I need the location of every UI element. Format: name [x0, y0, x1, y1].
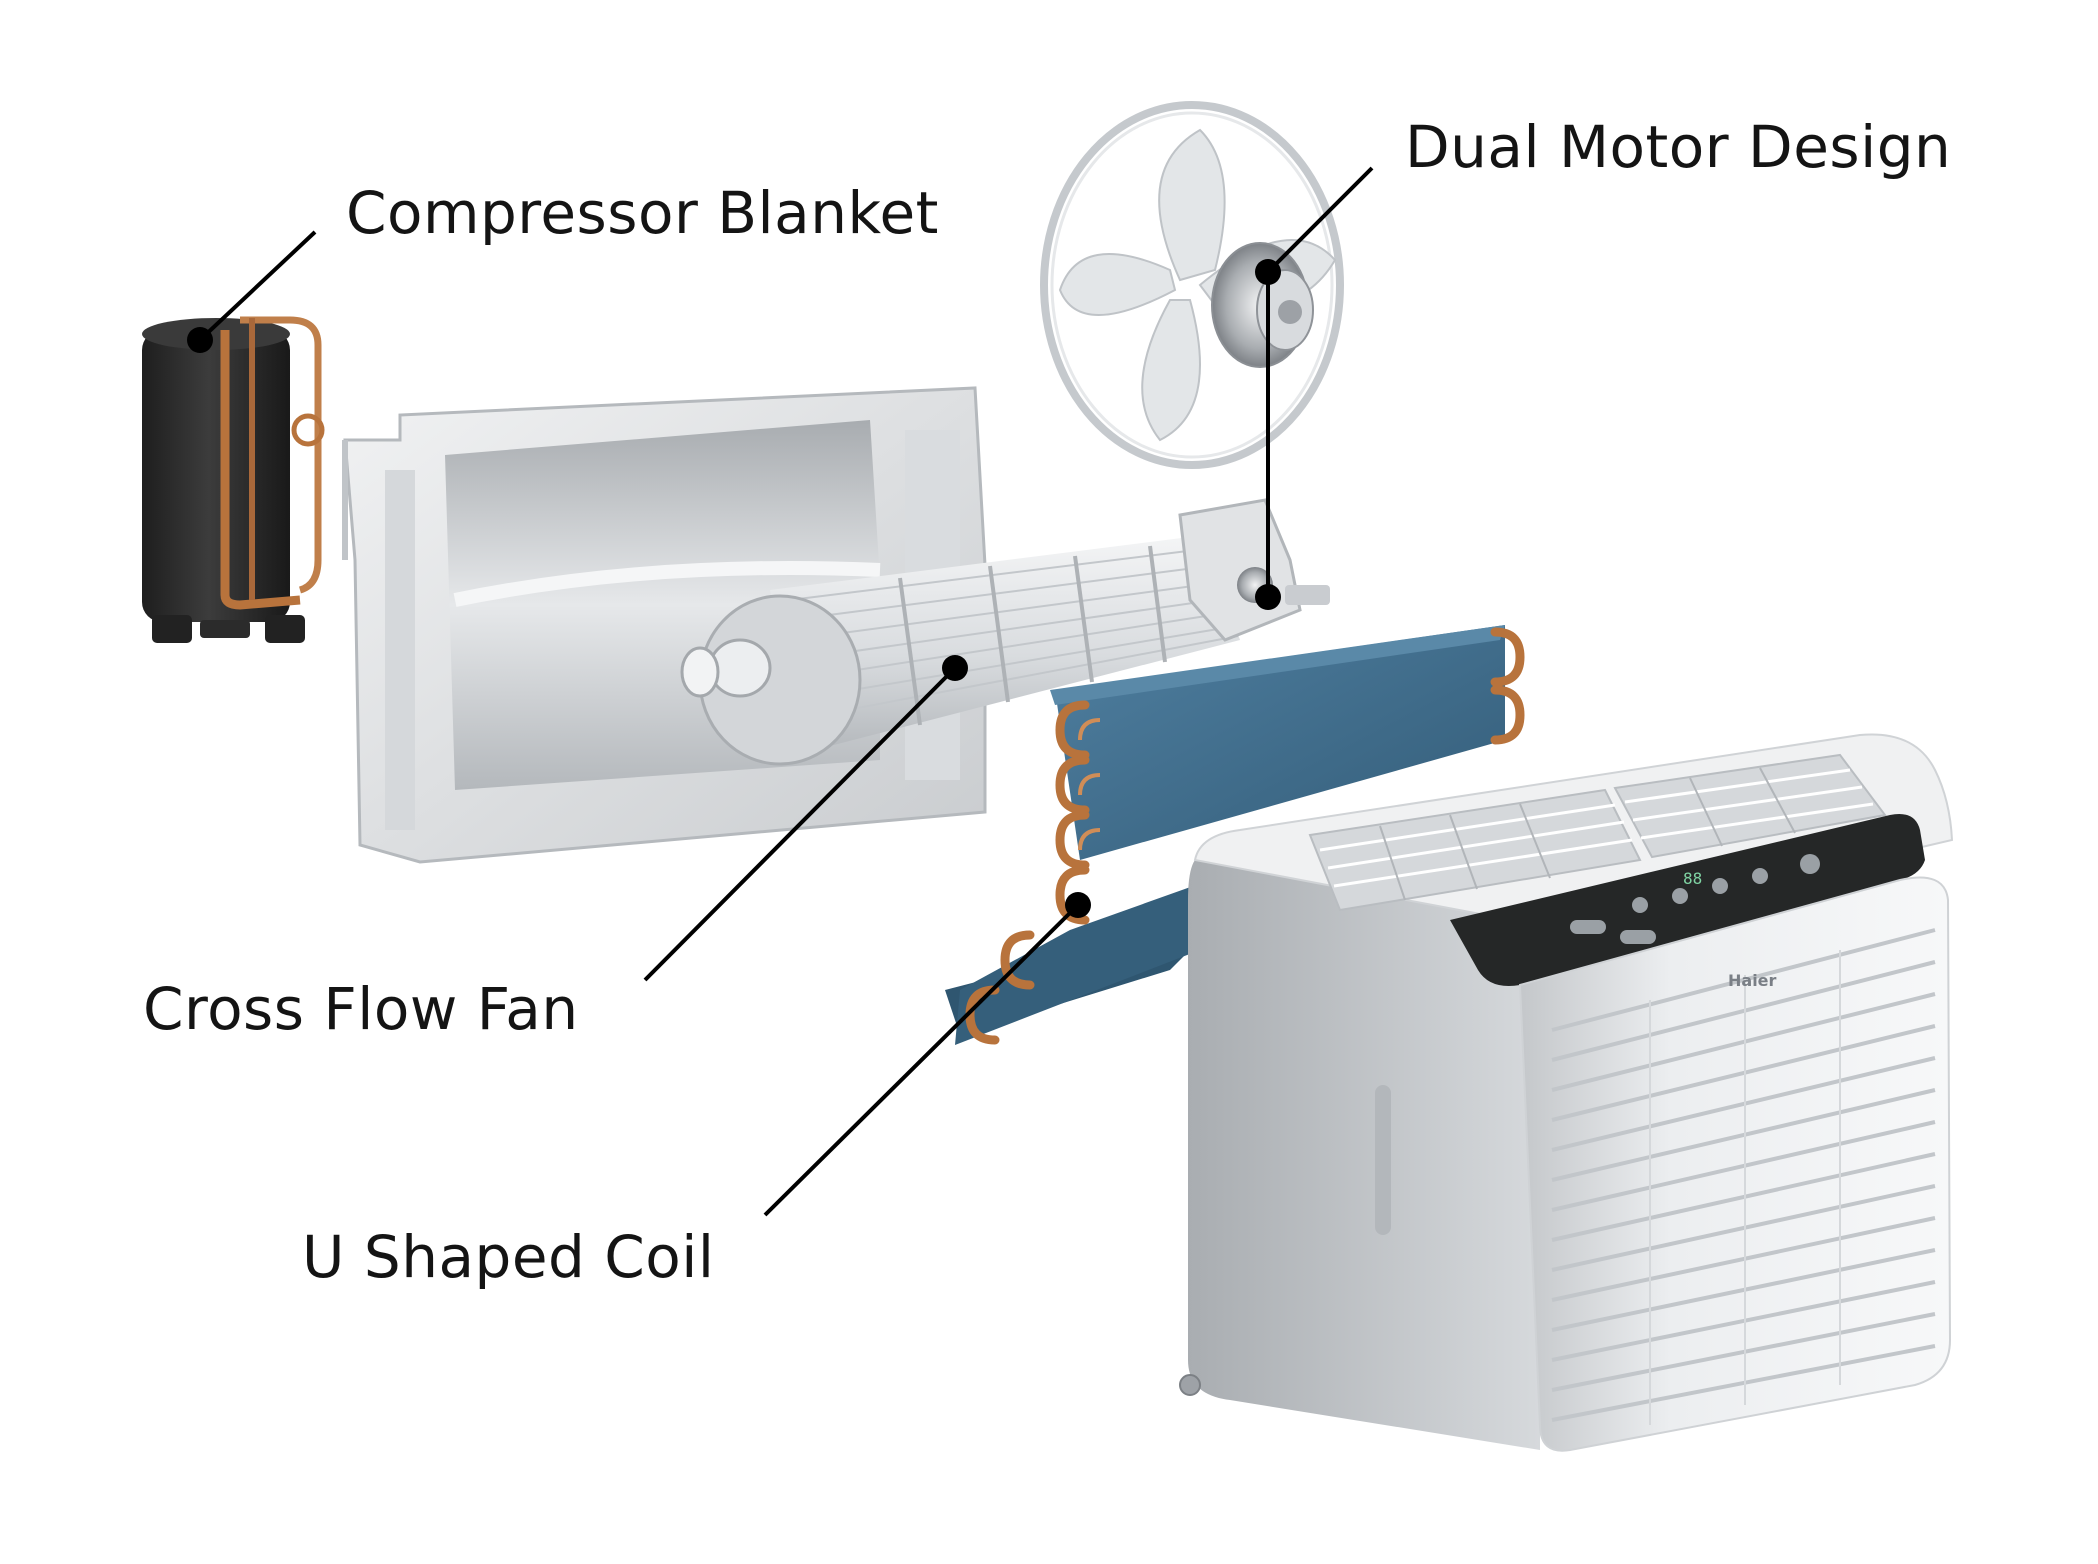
dot-dual-motor-top [1255, 259, 1281, 285]
leader-dots [187, 259, 1281, 918]
leader-compressor-blanket [198, 230, 317, 342]
front-louvers [1551, 928, 1936, 1422]
top-grille [1308, 753, 1887, 912]
ac-unit-case: 88 Haier [1179, 733, 1954, 1452]
dot-u-shaped-coil [1065, 892, 1091, 918]
outdoor-fan [1040, 101, 1344, 469]
dot-cross-flow-fan [942, 655, 968, 681]
callout-u-shaped-coil: U Shaped Coil [302, 1223, 715, 1291]
leader-cross-flow-fan [643, 666, 957, 982]
brand-logo: Haier [1728, 971, 1777, 990]
display-readout: 88 [1683, 869, 1702, 888]
dot-dual-motor-bottom [1255, 584, 1281, 610]
cross-flow-fan [680, 498, 1330, 766]
callout-compressor-blanket: Compressor Blanket [346, 179, 939, 247]
callout-dual-motor-design: Dual Motor Design [1405, 113, 1952, 181]
control-buttons [1570, 854, 1820, 944]
compressor [142, 316, 325, 643]
leader-u-shaped-coil [763, 903, 1080, 1217]
dot-compressor-blanket [187, 327, 213, 353]
callout-cross-flow-fan: Cross Flow Fan [143, 975, 579, 1043]
u-shaped-coil [945, 625, 1525, 1045]
